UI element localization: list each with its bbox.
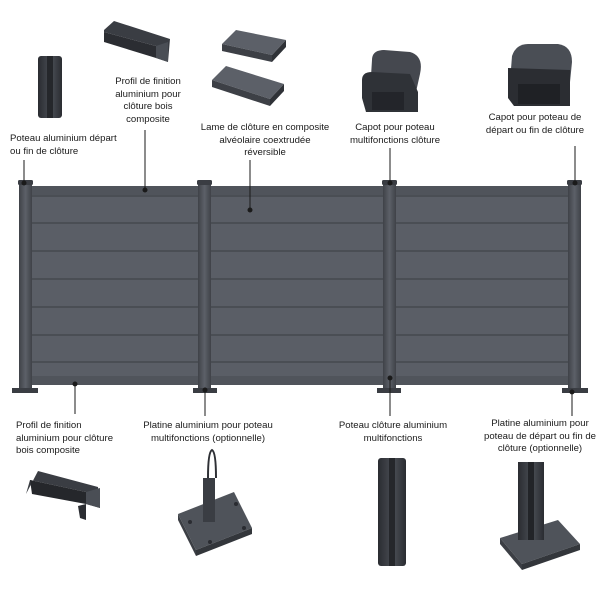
label-capot-depart: Capot pour poteau de départ ou fin de cl…	[485, 112, 585, 136]
end-post-cap-icon	[508, 44, 572, 106]
fence-posts	[12, 180, 588, 393]
multi-post-icon	[378, 458, 406, 566]
label-platine-depart: Platine aluminium pour poteau de départ …	[483, 418, 597, 454]
post-end-icon	[38, 56, 62, 118]
label-profil-bas: Profil de finition aluminium pour clôtur…	[16, 420, 114, 456]
panel-left	[28, 190, 202, 384]
panel-right	[392, 190, 572, 384]
fence-panels	[28, 186, 572, 385]
post-start	[19, 183, 32, 390]
label-platine-multi: Platine aluminium pour poteau multifonct…	[143, 420, 273, 444]
callout-lines	[21, 130, 578, 416]
finishing-profile-icon-bottom	[26, 471, 100, 520]
top-profile	[28, 186, 572, 195]
label-poteau-depart: Poteau aluminium départ ou fin de clôtur…	[10, 133, 117, 157]
label-lame: Lame de clôture en composite alvéolaire …	[200, 122, 330, 158]
post-multi-2	[383, 183, 396, 390]
bottom-profile	[28, 376, 572, 385]
label-capot-multi: Capot pour poteau multifonctions clôture	[349, 122, 441, 146]
base-plate-end-icon	[500, 462, 580, 570]
composite-board-icon	[212, 30, 286, 106]
label-poteau-multi: Poteau clôture aluminium multifonctions	[338, 420, 448, 444]
label-profil-haut: Profil de finition aluminium pour clôtur…	[115, 76, 181, 125]
base-plate-multi-icon	[178, 448, 252, 556]
post-multi-1	[198, 183, 211, 390]
multi-post-cap-icon	[362, 50, 421, 112]
plank-lines	[28, 195, 572, 363]
post-end	[568, 183, 581, 390]
panel-middle	[208, 190, 386, 384]
finishing-profile-icon	[104, 21, 170, 62]
